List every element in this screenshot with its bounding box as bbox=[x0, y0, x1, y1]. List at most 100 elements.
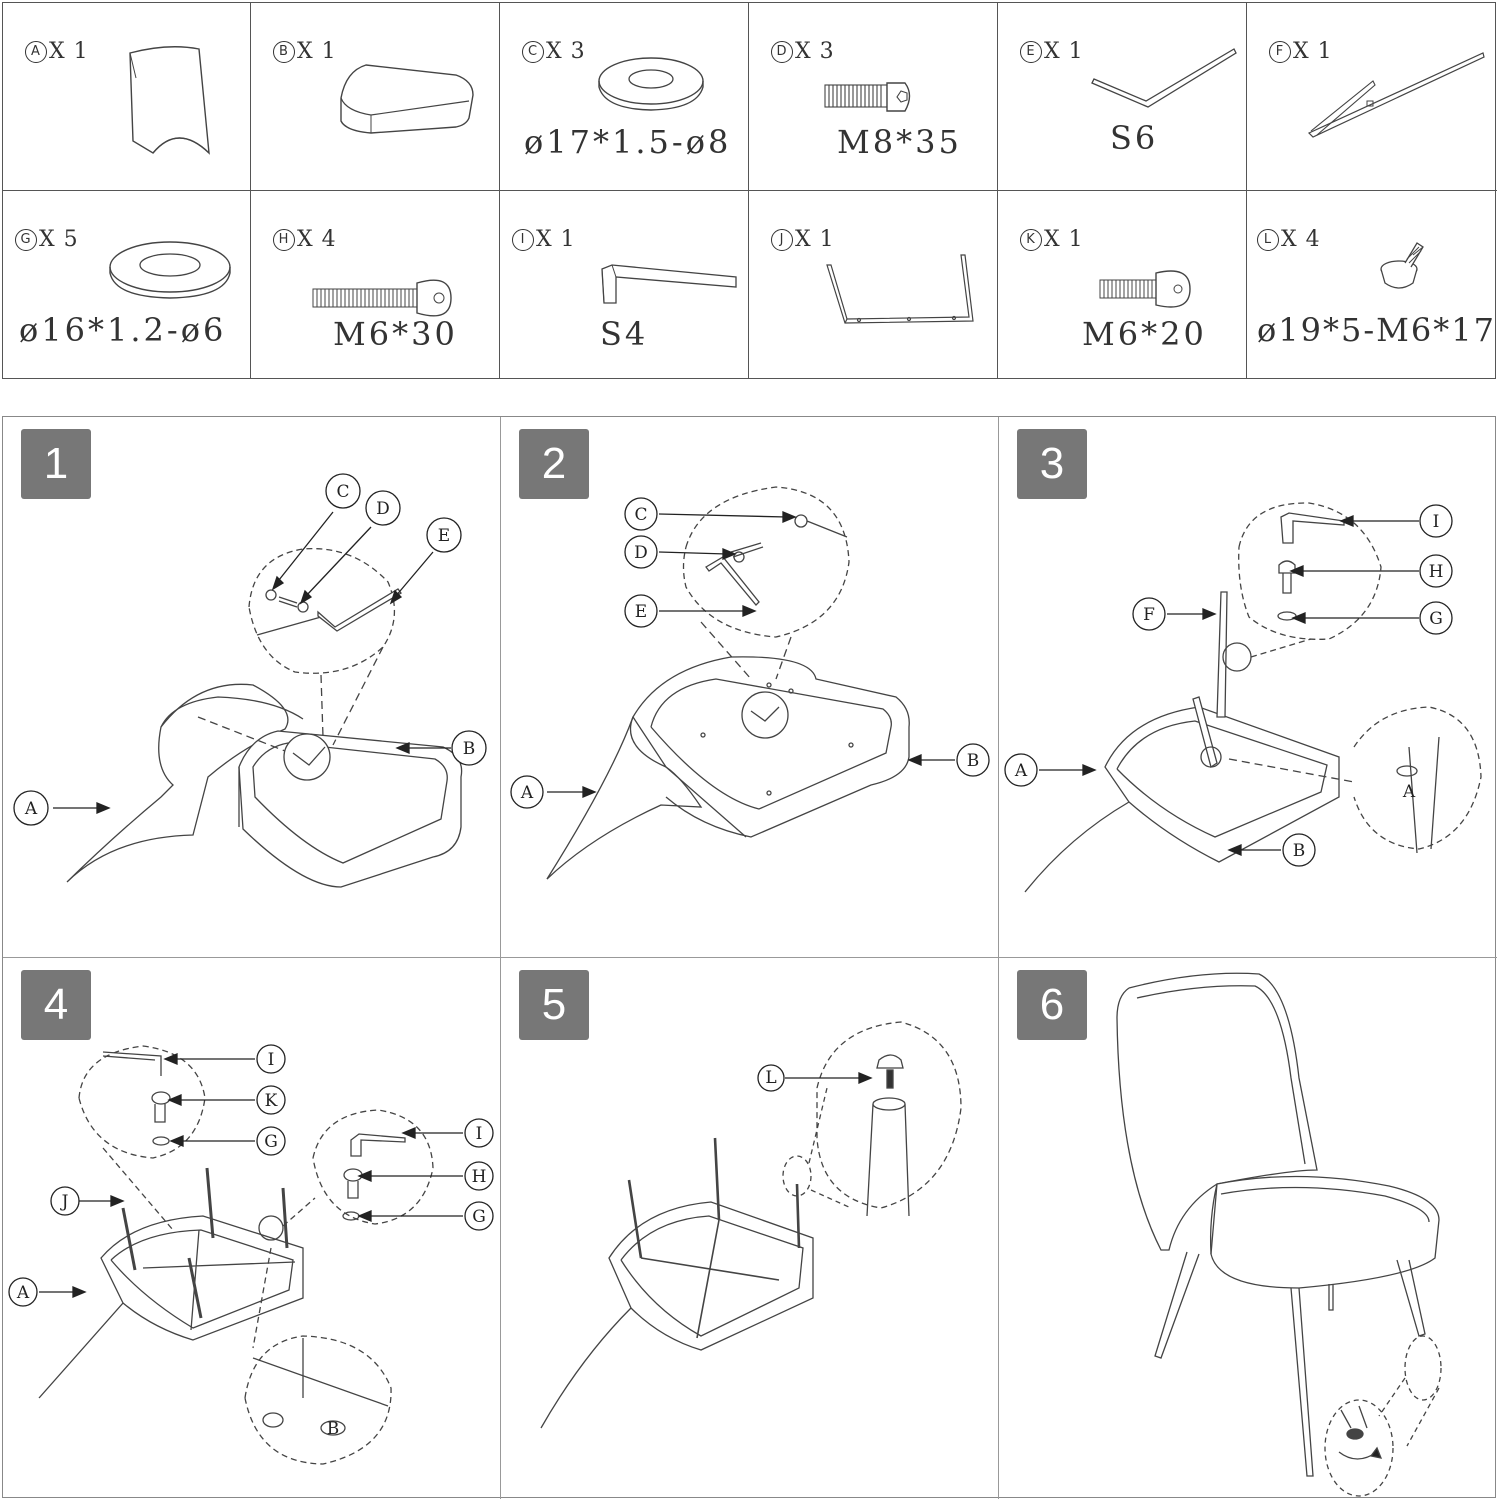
svg-text:I: I bbox=[476, 1124, 483, 1144]
step-4-callout-j: J bbox=[50, 1186, 80, 1216]
svg-text:F: F bbox=[1143, 605, 1155, 625]
washer-g-illustration bbox=[109, 241, 231, 299]
step-4-inset-b-label: B bbox=[327, 1419, 340, 1439]
step-2-callout-e: E bbox=[624, 594, 658, 628]
step-3-callout-a: A bbox=[1004, 753, 1038, 787]
svg-text:A: A bbox=[520, 783, 534, 803]
step-5-diagram: L bbox=[540, 1021, 962, 1429]
step-3-callout-f: F bbox=[1132, 597, 1166, 631]
step-3-badge: 3 bbox=[1017, 429, 1087, 499]
hex-key-e-illustration bbox=[1091, 48, 1237, 108]
part-qty: X 3 bbox=[546, 39, 586, 64]
washer-c-illustration bbox=[598, 57, 704, 111]
svg-text:B: B bbox=[463, 739, 476, 759]
part-qty: X 1 bbox=[1044, 39, 1084, 64]
svg-text:H: H bbox=[472, 1167, 487, 1187]
part-letter: E bbox=[1020, 41, 1042, 63]
step-4-callout-k: K bbox=[256, 1085, 286, 1115]
step-2-callout-d: D bbox=[624, 535, 658, 569]
part-qty: X 1 bbox=[297, 39, 337, 64]
part-i-spec: S4 bbox=[600, 315, 649, 353]
step-3-diagram: A I H G F A B bbox=[1004, 502, 1482, 893]
part-letter: L bbox=[1257, 229, 1279, 251]
step-3-inset-a-label: A bbox=[1402, 782, 1416, 802]
svg-text:E: E bbox=[438, 526, 450, 546]
step-4-badge: 4 bbox=[21, 970, 91, 1040]
svg-text:I: I bbox=[268, 1050, 275, 1070]
part-letter: A bbox=[25, 41, 47, 63]
step-3-callout-h: H bbox=[1419, 554, 1453, 588]
part-k-spec: M6*20 bbox=[1082, 315, 1207, 353]
step-2-callout-c: C bbox=[624, 497, 658, 531]
step-4-callout-g2: G bbox=[464, 1201, 494, 1231]
svg-text:K: K bbox=[265, 1091, 278, 1111]
glide-l-illustration bbox=[1380, 242, 1424, 289]
svg-text:A: A bbox=[24, 799, 38, 819]
step-2-panel: C D E A B 2 bbox=[501, 417, 999, 958]
part-a-illustration bbox=[129, 46, 210, 155]
part-qty: X 1 bbox=[536, 227, 576, 252]
step-2-callout-a: A bbox=[510, 775, 544, 809]
part-h-spec: M6*30 bbox=[333, 315, 458, 353]
step-2-diagram: C D E A B bbox=[510, 486, 990, 880]
hex-key-i-illustration bbox=[601, 264, 737, 304]
svg-text:A: A bbox=[1014, 761, 1028, 781]
svg-text:A: A bbox=[16, 1283, 30, 1303]
part-qty: X 1 bbox=[795, 227, 835, 252]
part-letter: J bbox=[771, 229, 793, 251]
part-e-spec: S6 bbox=[1110, 119, 1159, 157]
step-1-badge: 1 bbox=[21, 429, 91, 499]
part-letter: D bbox=[771, 41, 793, 63]
part-d-spec: M8*35 bbox=[837, 123, 962, 161]
svg-text:J: J bbox=[60, 1192, 69, 1212]
step-1-panel: C D E A B 1 bbox=[3, 417, 501, 958]
svg-text:D: D bbox=[634, 543, 648, 563]
step-2-callout-b: B bbox=[956, 743, 990, 777]
part-g-spec: ø16*1.2-ø6 bbox=[19, 311, 227, 349]
part-letter: K bbox=[1020, 229, 1042, 251]
step-1-diagram: C D E A B bbox=[13, 473, 487, 888]
step-4-diagram: B I K G J A I H G bbox=[8, 1044, 494, 1465]
part-letter: B bbox=[273, 41, 295, 63]
svg-text:C: C bbox=[634, 505, 647, 525]
svg-text:H: H bbox=[1429, 562, 1444, 582]
step-4-callout-h: H bbox=[464, 1161, 494, 1191]
svg-text:B: B bbox=[967, 751, 980, 771]
svg-text:G: G bbox=[264, 1132, 278, 1152]
bolt-h-illustration bbox=[312, 279, 452, 317]
part-qty: X 5 bbox=[39, 227, 79, 252]
svg-text:L: L bbox=[765, 1068, 776, 1088]
step-3-panel: A I H G F A B 3 bbox=[999, 417, 1497, 958]
part-letter: H bbox=[273, 229, 295, 251]
step-4-callout-a: A bbox=[8, 1277, 38, 1307]
step-1-callout-c: C bbox=[325, 473, 361, 509]
part-qty: X 4 bbox=[1281, 227, 1321, 252]
step-6-chair-diagram bbox=[1116, 972, 1442, 1497]
leg-f-illustration bbox=[1307, 52, 1485, 138]
step-3-callout-b: B bbox=[1282, 833, 1316, 867]
part-qty: X 4 bbox=[297, 227, 337, 252]
step-5-badge: 5 bbox=[519, 970, 589, 1040]
crossbar-j-illustration bbox=[826, 254, 974, 324]
step-4-callout-g: G bbox=[256, 1126, 286, 1156]
